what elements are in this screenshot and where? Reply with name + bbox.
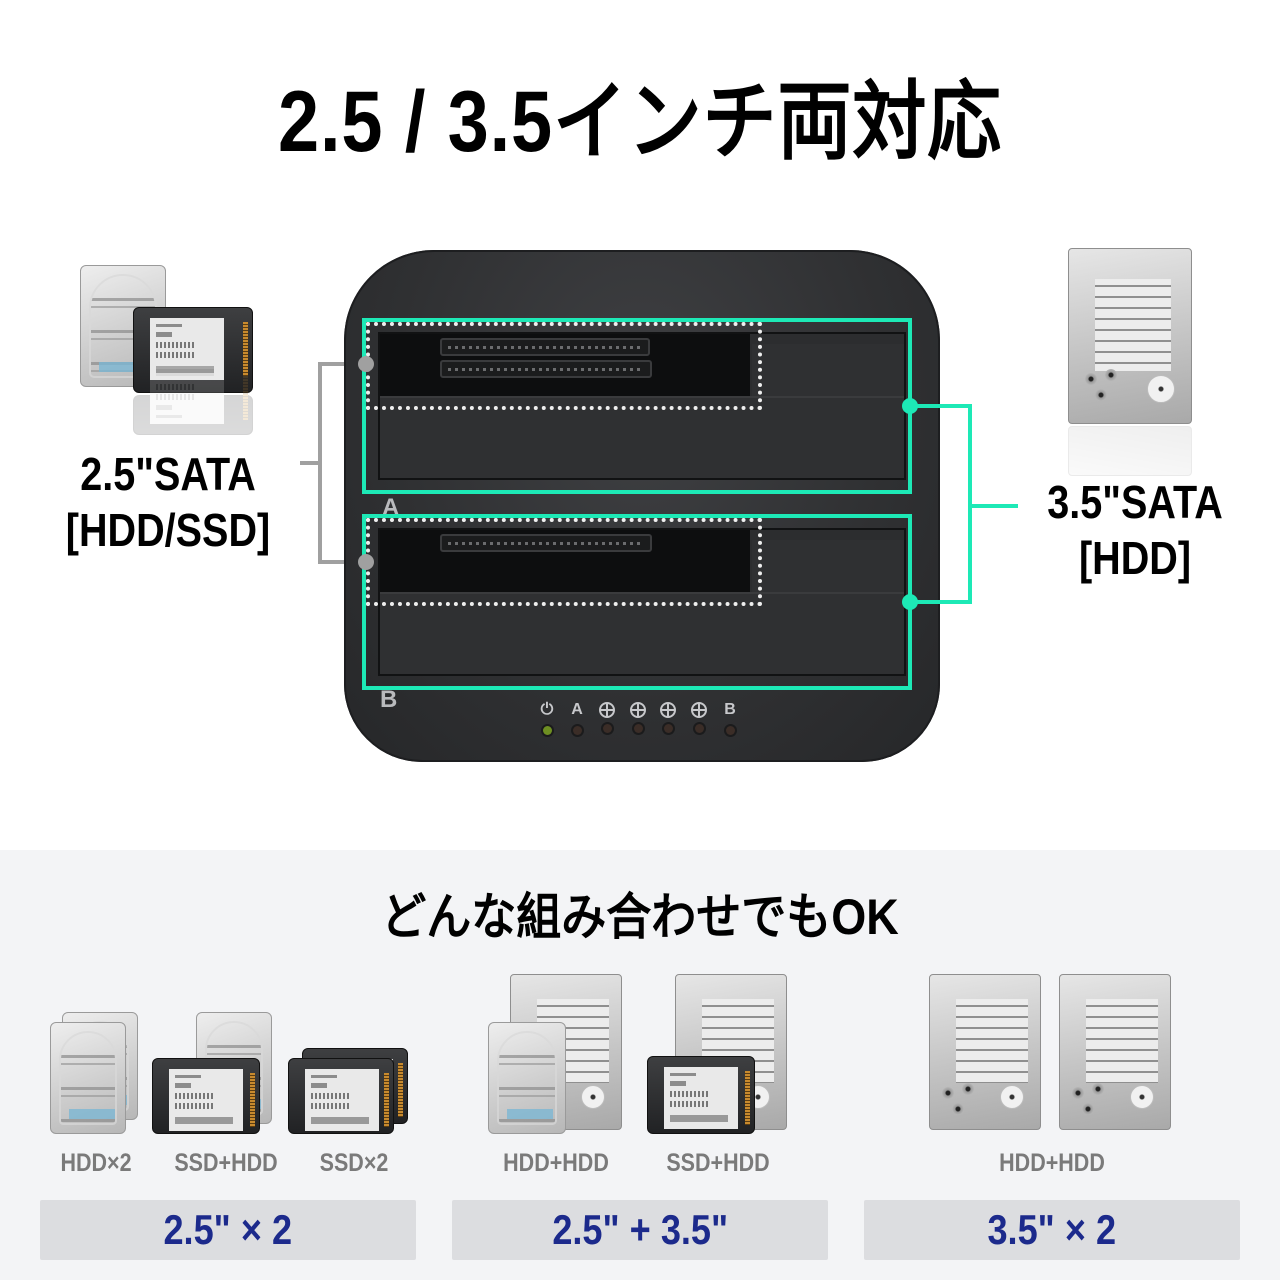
- right-callout-line2: [HDD]: [1078, 532, 1192, 584]
- group-size-badge: 2.5" + 3.5": [452, 1200, 828, 1260]
- left-callout-label: 2.5"SATA [HDD/SSD]: [48, 446, 289, 558]
- bay-a-25-highlight: [366, 322, 762, 410]
- letter-a-icon: A: [571, 701, 583, 718]
- progress-three-quarter-icon: [660, 702, 676, 718]
- led-a: [572, 726, 582, 735]
- indicator-power: ⏻: [536, 700, 558, 735]
- group-size-badge: 2.5" × 2: [40, 1200, 416, 1260]
- ssd-icon: [152, 1058, 260, 1134]
- hdd-25-icon: [50, 1022, 126, 1134]
- sata-connector-icon: [440, 338, 650, 356]
- led-progress: [633, 724, 643, 733]
- left-bracket-dot: [358, 356, 374, 372]
- hdd-25-icon: [488, 1022, 566, 1134]
- ssd-icon: [647, 1056, 755, 1134]
- combo-label: HDD×2: [60, 1149, 132, 1177]
- power-icon: ⏻: [540, 701, 554, 718]
- led-progress: [694, 724, 704, 733]
- right-callout-label: 3.5"SATA [HDD]: [1019, 474, 1251, 586]
- slot-label-b: B: [380, 686, 398, 713]
- combo-label: HDD+HDD: [503, 1149, 609, 1177]
- ssd-icon: [288, 1058, 394, 1134]
- combo-label: SSD×2: [319, 1149, 389, 1177]
- progress-full-icon: [691, 702, 707, 718]
- left-callout-line1: 2.5"SATA: [80, 448, 256, 500]
- hdd-35-icon: [929, 974, 1041, 1130]
- led-progress: [663, 724, 673, 733]
- hdd-35-icon: [1059, 974, 1171, 1130]
- left-bracket-dot: [358, 554, 374, 570]
- page-title: 2.5 / 3.5インチ両対応: [278, 74, 1002, 170]
- indicator-progress-25: [596, 700, 618, 733]
- left-callout-line2: [HDD/SSD]: [65, 504, 271, 556]
- led-power: [542, 726, 552, 735]
- ssd-reflection: [133, 395, 253, 435]
- combo-label: HDD+HDD: [999, 1149, 1105, 1177]
- progress-quarter-icon: [599, 702, 615, 718]
- indicator-progress-50: [627, 700, 649, 733]
- led-b: [725, 726, 735, 735]
- group-size-badge: 3.5" × 2: [864, 1200, 1240, 1260]
- indicator-b: B: [719, 700, 741, 735]
- hdd-35-icon: [1068, 248, 1192, 424]
- progress-half-icon: [630, 702, 646, 718]
- hdd-35-icon: [510, 974, 622, 1130]
- indicator-a: A: [566, 700, 588, 735]
- combinations-title: どんな組み合わせでもOK: [381, 889, 899, 945]
- indicator-progress-75: [657, 700, 679, 733]
- right-callout-line1: 3.5"SATA: [1047, 476, 1223, 528]
- combo-label: SSD+HDD: [666, 1149, 770, 1177]
- led-progress: [602, 724, 612, 733]
- sata-slot-b: [380, 530, 750, 592]
- indicator-progress-100: [688, 700, 710, 733]
- indicator-panel: ⏻ A B: [532, 700, 752, 740]
- sata-slot-a: [380, 334, 750, 396]
- sata-connector-icon: [440, 360, 652, 378]
- hdd-35-reflection: [1068, 426, 1192, 476]
- letter-b-icon: B: [724, 701, 736, 718]
- sata-connector-icon: [440, 534, 652, 552]
- bay-b-25-highlight: [366, 518, 762, 606]
- combo-label: SSD+HDD: [174, 1149, 278, 1177]
